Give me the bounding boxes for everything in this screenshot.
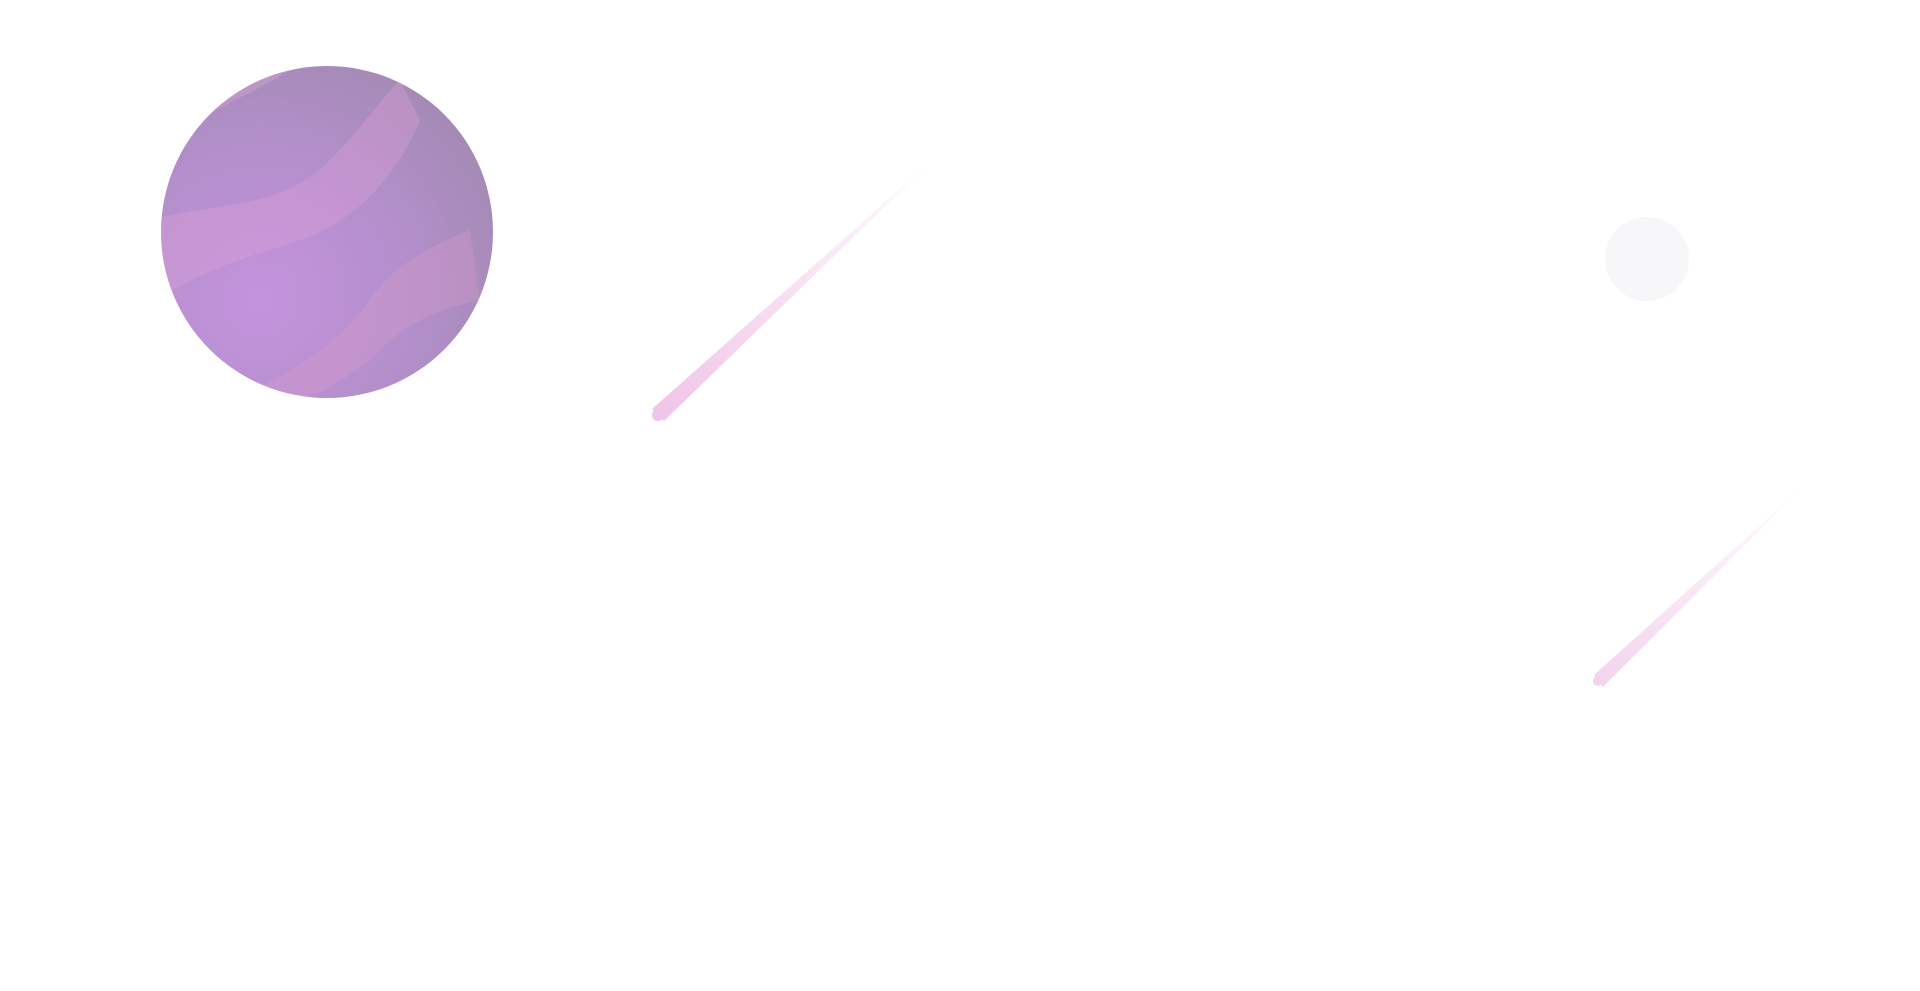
faint-moon bbox=[1605, 217, 1689, 301]
planet bbox=[161, 66, 493, 398]
shooting-star-2 bbox=[1593, 485, 1805, 687]
shooting-star-1 bbox=[652, 158, 935, 421]
